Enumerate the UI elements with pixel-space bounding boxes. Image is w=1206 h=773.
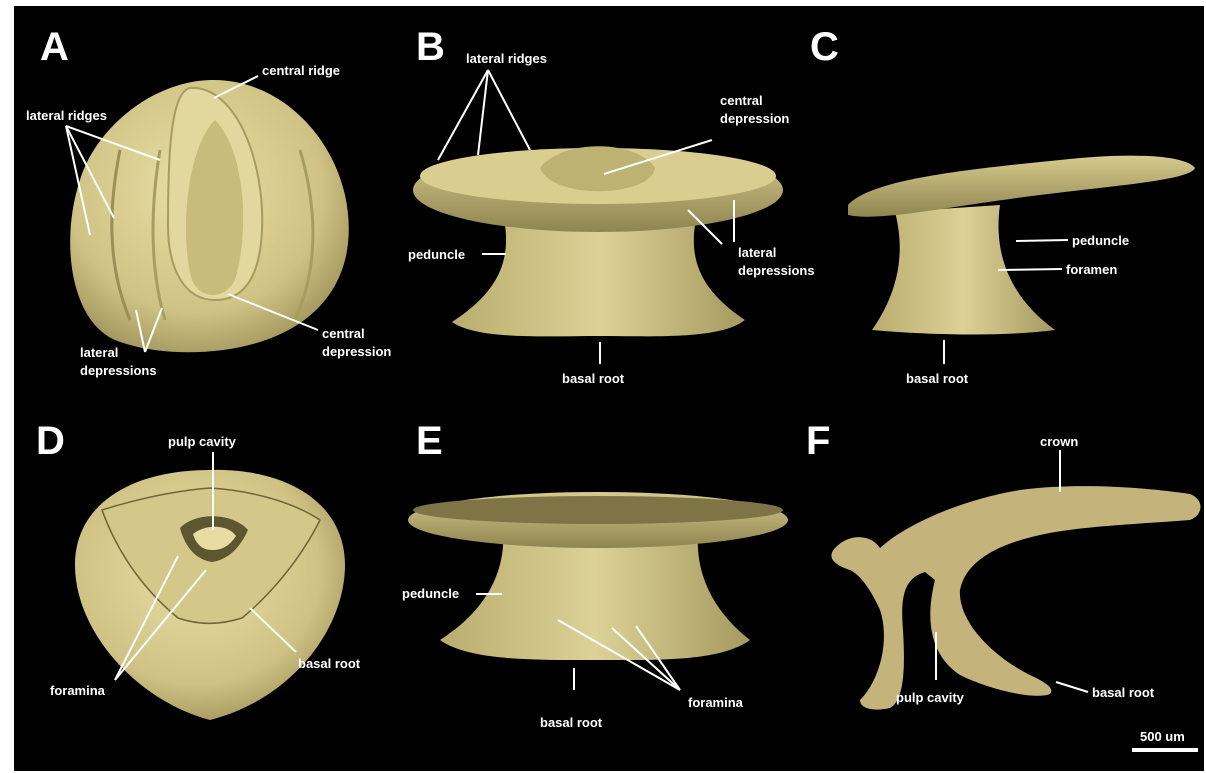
- leader-b-lateral-ridges-3: [488, 70, 530, 150]
- label-d-pulp-cavity: pulp cavity: [168, 434, 237, 449]
- panel-letter-f: F: [806, 419, 830, 463]
- label-f-pulp-cavity: pulp cavity: [896, 690, 965, 705]
- label-d-basal-root: basal root: [298, 656, 361, 671]
- label-f-crown: crown: [1040, 434, 1078, 449]
- label-a-lateral-ridges: lateral ridges: [26, 108, 107, 123]
- label-b-lateral-ridges: lateral ridges: [466, 51, 547, 66]
- label-f-basal-root: basal root: [1092, 685, 1155, 700]
- scale-e-crown-rim: [413, 496, 783, 524]
- scale-bar: 500 um: [1132, 729, 1198, 752]
- label-d-foramina-1: foramina: [50, 683, 106, 698]
- scale-bar-line: [1132, 748, 1198, 752]
- panel-e: E peduncle foramina basal root: [402, 419, 788, 730]
- panel-letter-c: C: [810, 25, 839, 69]
- label-a-central-ridge: central ridge: [262, 63, 340, 78]
- scale-bar-label: 500 um: [1140, 729, 1185, 744]
- leader-c-peduncle: [1016, 240, 1068, 241]
- leader-f-basal-root: [1056, 682, 1088, 692]
- scale-b-stem: [452, 225, 745, 336]
- label-e-foramina-1: foramina: [688, 695, 744, 710]
- leader-b-lateral-ridges-2: [478, 70, 488, 155]
- panel-d: D pulp cavity foramina basal root: [36, 419, 361, 720]
- label-e-peduncle: peduncle: [402, 586, 459, 601]
- label-c-peduncle: peduncle: [1072, 233, 1129, 248]
- leader-c-foramen: [998, 269, 1062, 270]
- panel-letter-d: D: [36, 419, 65, 463]
- label-b-basal-root: basal root: [562, 371, 625, 386]
- label-c-foramen: foramen: [1066, 262, 1117, 277]
- label-e-basal-root: basal root: [540, 715, 603, 730]
- panel-letter-e: E: [416, 419, 443, 463]
- panel-c: C peduncle foramen basal root: [810, 25, 1195, 386]
- leader-b-lateral-ridges-1: [438, 70, 488, 160]
- label-b-peduncle: peduncle: [408, 247, 465, 262]
- scale-f-section: [831, 486, 1200, 709]
- label-c-basal-root: basal root: [906, 371, 969, 386]
- panel-letter-a: A: [40, 25, 69, 69]
- panel-letter-b: B: [416, 25, 445, 69]
- panel-f: F crown pulp cavity basal root: [806, 419, 1201, 710]
- scale-c-crown: [848, 156, 1195, 217]
